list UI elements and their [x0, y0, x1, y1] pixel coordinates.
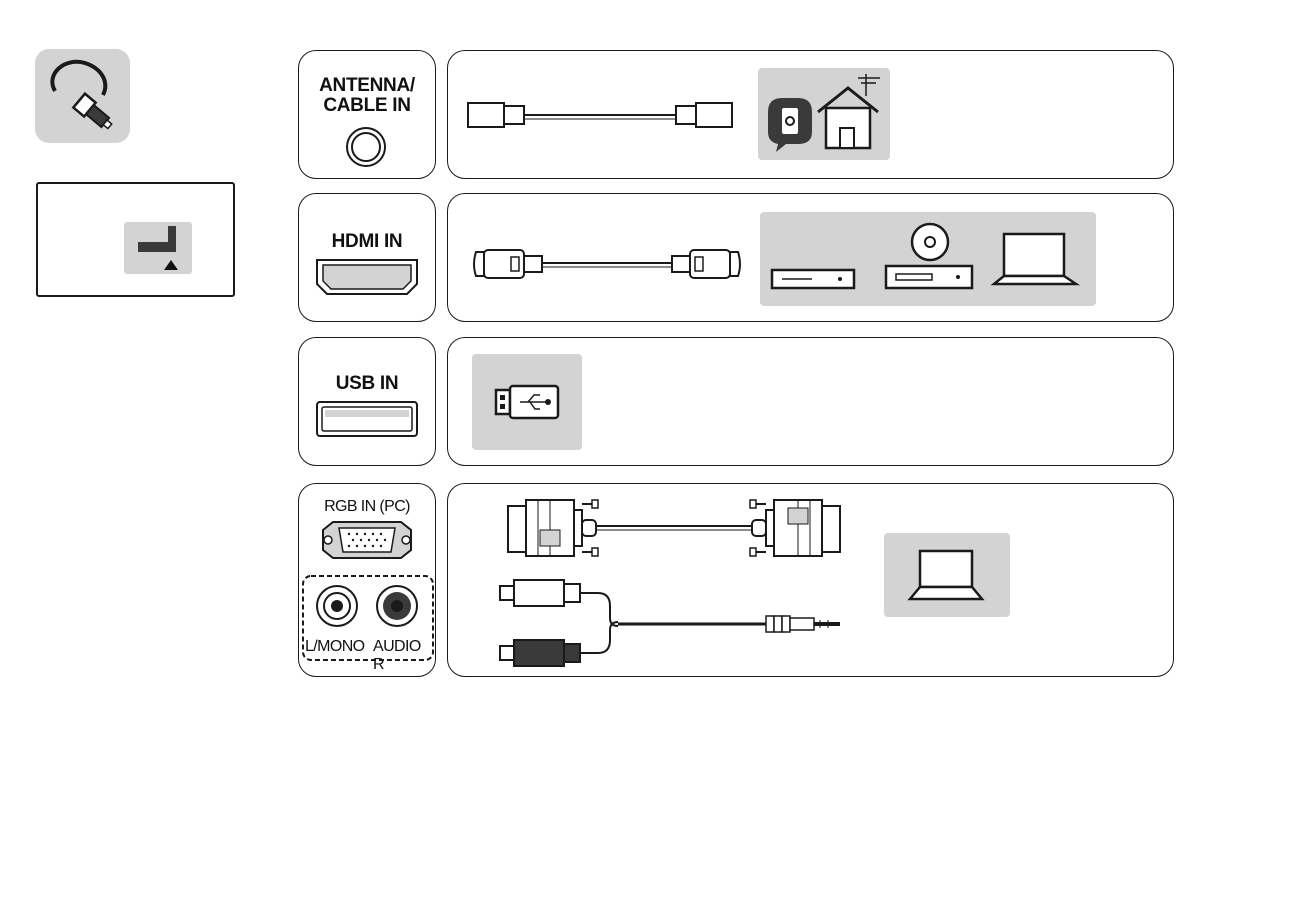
hdmi-cable-icon: [448, 194, 758, 323]
antenna-port-box: ANTENNA/ CABLE IN: [298, 50, 436, 179]
tv-position-icon: [124, 222, 192, 274]
usb-drive-icon: [472, 354, 582, 450]
cable-icon: [35, 49, 130, 143]
hdmi-devices-tile: [760, 212, 1096, 306]
hdmi-connection-panel: [447, 193, 1174, 322]
audio-cable-icon: [448, 574, 868, 674]
laptop-icon: [884, 533, 1010, 617]
coax-cable-icon: [448, 51, 748, 180]
hdmi-port-box: HDMI IN: [298, 193, 436, 322]
cable-icon-tile: [35, 49, 130, 143]
rgb-connection-panel: [447, 483, 1174, 677]
audio-left-label: L/MONO: [305, 638, 365, 656]
antenna-connection-panel: [447, 50, 1174, 179]
rgb-port-box: RGB IN (PC) L/MONO AUDIO R: [298, 483, 436, 677]
antenna-house-icon: [758, 68, 890, 160]
usb-drive-tile: [472, 354, 582, 450]
hdmi-port-icon: [299, 194, 437, 323]
pc-tile: [884, 533, 1010, 617]
coax-port-icon: [299, 51, 437, 180]
vga-cable-icon: [448, 484, 868, 574]
audio-right-label: AUDIO R: [373, 638, 435, 674]
antenna-house-tile: [758, 68, 890, 160]
usb-connection-panel: [447, 337, 1174, 466]
dvd-player-icon: [878, 212, 978, 306]
tv-position-box: [36, 182, 235, 297]
usb-port-box: USB IN: [298, 337, 436, 466]
usb-port-icon: [299, 338, 437, 467]
laptop-icon: [986, 212, 1086, 306]
set-top-box-icon: [760, 212, 860, 306]
